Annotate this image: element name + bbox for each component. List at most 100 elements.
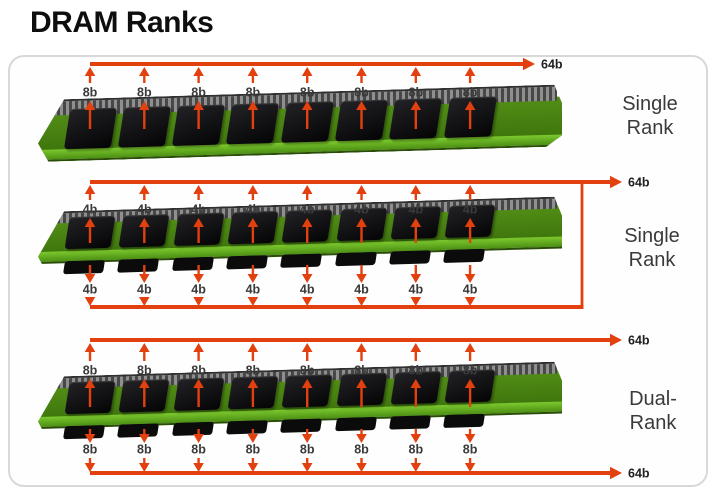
lane-arrowhead-up: [356, 218, 367, 227]
lane-arrowhead-up: [464, 101, 476, 110]
top-bus-arrowhead: [610, 175, 622, 189]
lane-width-label: 8b: [300, 364, 315, 378]
lane-arrowhead-up: [410, 218, 422, 227]
lane-arrowhead-up: [247, 185, 259, 194]
lane-width-label: 8b: [246, 86, 261, 100]
lane-width-label: 8b: [409, 364, 424, 378]
lane-arrowhead-up: [84, 343, 96, 352]
lane-arrowhead-down: [247, 434, 259, 443]
lane-arrowhead-up: [84, 67, 96, 76]
lane-arrowhead-up: [410, 101, 422, 110]
lane-arrowhead-up: [84, 218, 96, 227]
top-bus-arrowhead: [610, 333, 622, 347]
lane-arrowhead-down: [301, 297, 313, 306]
lane-width-label: 8b: [409, 86, 424, 100]
lane-width-label: 8b: [137, 364, 152, 378]
lane-arrowhead-up: [301, 218, 313, 227]
lane-arrowhead-up: [464, 218, 476, 227]
lane-width-label: 8b: [246, 364, 261, 378]
lane-arrowhead-down: [247, 463, 259, 472]
lane-width-label: 4b: [409, 283, 424, 297]
lane-width-label: 4b: [463, 203, 478, 217]
lane-arrowhead-down: [356, 274, 367, 283]
lane-arrowhead-up: [139, 379, 150, 388]
lane-arrowhead-up: [193, 101, 204, 110]
bottom-bus-width-label: 64b: [628, 467, 650, 481]
lane-arrowhead-up: [356, 379, 367, 388]
lane-width-label: 4b: [83, 283, 98, 297]
lane-arrowhead-down: [410, 434, 422, 443]
rank-caption-line: Single: [622, 93, 678, 115]
lane-arrowhead-down: [193, 463, 204, 472]
lane-width-label: 8b: [463, 364, 478, 378]
lane-arrowhead-up: [139, 218, 150, 227]
lane-width-label: 4b: [246, 203, 261, 217]
lane-arrowhead-up: [464, 185, 476, 194]
lane-arrowhead-up: [139, 185, 150, 194]
lane-width-label: 8b: [409, 443, 424, 457]
lane-arrowhead-up: [84, 185, 96, 194]
lane-width-label: 4b: [191, 203, 206, 217]
lane-arrowhead-up: [301, 343, 313, 352]
lane-arrowhead-up: [247, 101, 259, 110]
lane-arrowhead-up: [193, 67, 204, 76]
lane-arrowhead-down: [247, 274, 259, 283]
lane-width-label: 4b: [83, 203, 98, 217]
lane-arrowhead-down: [84, 434, 96, 443]
lane-arrowhead-up: [410, 343, 422, 352]
lane-width-label: 8b: [191, 364, 206, 378]
lane-arrowhead-up: [84, 379, 96, 388]
lane-arrowhead-down: [139, 463, 150, 472]
lane-arrowhead-up: [247, 379, 259, 388]
top-bus-arrowhead: [523, 57, 535, 71]
lane-width-label: 4b: [137, 203, 152, 217]
lane-width-label: 8b: [300, 443, 315, 457]
lane-arrowhead-up: [356, 67, 367, 76]
lane-arrowhead-up: [356, 185, 367, 194]
lane-arrowhead-up: [193, 379, 204, 388]
lane-width-label: 8b: [137, 443, 152, 457]
lane-width-label: 8b: [463, 86, 478, 100]
lane-arrowhead-up: [301, 101, 313, 110]
lane-arrowhead-up: [410, 185, 422, 194]
lane-arrowhead-down: [84, 297, 96, 306]
lane-arrowhead-up: [301, 67, 313, 76]
lane-arrowhead-down: [193, 434, 204, 443]
lane-arrowhead-down: [410, 463, 422, 472]
lane-arrowhead-down: [301, 463, 313, 472]
lane-arrowhead-up: [410, 67, 422, 76]
lane-arrowhead-up: [139, 67, 150, 76]
rank-caption-line: Dual-: [629, 388, 677, 410]
lane-width-label: 8b: [191, 86, 206, 100]
lane-arrowhead-up: [247, 67, 259, 76]
lane-arrowhead-up: [410, 379, 422, 388]
lane-arrowhead-up: [464, 379, 476, 388]
lane-arrowhead-up: [84, 101, 96, 110]
lane-width-label: 4b: [463, 283, 478, 297]
top-bus-width-label: 64b: [541, 58, 563, 72]
lane-width-label: 8b: [354, 443, 369, 457]
lane-arrowhead-down: [84, 463, 96, 472]
lane-arrowhead-down: [356, 297, 367, 306]
lane-width-label: 8b: [300, 86, 315, 100]
lane-arrowhead-down: [139, 434, 150, 443]
lane-arrowhead-down: [139, 274, 150, 283]
lane-width-label: 8b: [463, 443, 478, 457]
lane-width-label: 8b: [83, 86, 98, 100]
top-bus-width-label: 64b: [628, 176, 650, 190]
lane-width-label: 8b: [191, 443, 206, 457]
lane-width-label: 8b: [354, 86, 369, 100]
lane-arrowhead-down: [356, 434, 367, 443]
lane-width-label: 8b: [246, 443, 261, 457]
lane-arrowhead-down: [301, 434, 313, 443]
lane-arrowhead-down: [464, 463, 476, 472]
rank-caption-line: Rank: [629, 249, 677, 271]
lane-width-label: 4b: [191, 283, 206, 297]
lane-width-label: 8b: [83, 364, 98, 378]
lane-width-label: 8b: [354, 364, 369, 378]
lane-width-label: 4b: [246, 283, 261, 297]
lane-width-label: 4b: [354, 203, 369, 217]
lane-arrowhead-down: [247, 297, 259, 306]
